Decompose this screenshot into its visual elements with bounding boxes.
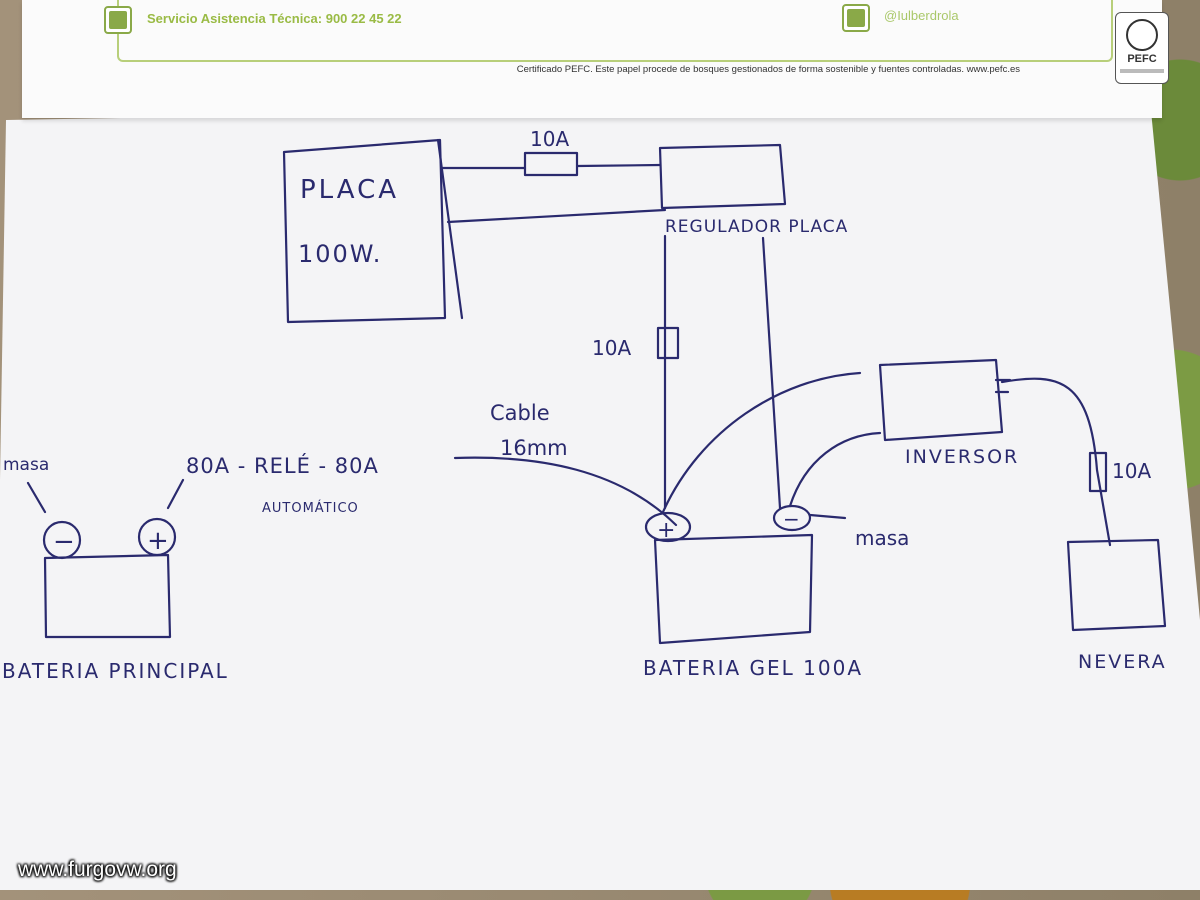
wire-panel-regulator-top (441, 163, 662, 170)
site-watermark: www.furgovw.org (18, 858, 177, 881)
gel-battery-negative-terminal (772, 504, 812, 532)
regulator-box (658, 143, 787, 210)
wire-panel-regulator-bottom (446, 208, 667, 224)
relay-chain-label: 80A - RELÉ - 80A (186, 453, 379, 478)
fridge-box (1066, 538, 1167, 632)
masa-right-pointer (808, 513, 847, 520)
service-phone-text: Servicio Asistencia Técnica: 900 22 45 2… (147, 11, 402, 26)
gel-battery-negative-sign: − (783, 507, 800, 531)
pefc-logo-label: PEFC (1127, 53, 1157, 65)
gel-battery-label: BATERIA GEL 100A (643, 656, 863, 680)
fuse-top-label: 10A (530, 127, 569, 151)
main-battery-negative-sign: − (53, 527, 75, 557)
gel-battery-positive-sign: + (657, 518, 675, 543)
wire-inverter-fridge (1000, 377, 1112, 547)
main-battery-positive-sign: + (147, 526, 169, 556)
masa-left-pointer (26, 481, 47, 514)
inverter-box (878, 358, 1004, 442)
cable-16mm (453, 456, 678, 527)
fuse-top (523, 151, 579, 177)
gel-battery-box (653, 533, 814, 645)
cable-label-line1: Cable (490, 401, 550, 425)
pefc-logo-subline (1120, 69, 1164, 73)
masa-right-label: masa (855, 526, 909, 550)
gel-battery-positive-terminal (644, 511, 692, 543)
fuse-right (1088, 451, 1108, 493)
fuse-mid (656, 326, 680, 360)
wire-inverter-positive (661, 371, 862, 514)
relay-sub-label: AUTOMÁTICO (262, 500, 359, 516)
pefc-tree-icon (1126, 19, 1158, 51)
fuse-right-label: 10A (1112, 459, 1151, 483)
twitter-icon (842, 4, 870, 32)
paper-sheet (0, 100, 1200, 890)
main-battery-label: BATERIA PRINCIPAL (2, 659, 229, 683)
twitter-handle: @Iulberdrola (884, 8, 959, 23)
wire-inverter-negative (788, 431, 882, 508)
pefc-logo: PEFC (1115, 12, 1169, 84)
panel-label-line1: PLACA (300, 175, 399, 205)
relay-pointer (166, 478, 185, 510)
main-battery-box (43, 553, 172, 639)
regulator-label: REGULADOR PLACA (665, 217, 848, 237)
masa-left-label: masa (3, 455, 49, 475)
main-battery-negative-terminal (42, 520, 82, 560)
pefc-certification-text: Certificado PEFC. Este papel procede de … (516, 64, 1020, 75)
letterhead-sheet: Servicio Asistencia Técnica: 900 22 45 2… (22, 0, 1169, 118)
main-battery-positive-terminal (137, 517, 177, 557)
cable-label-line2: 16mm (500, 436, 568, 460)
inverter-label: INVERSOR (905, 446, 1019, 468)
phone-icon (104, 6, 132, 34)
solar-panel-box (282, 138, 447, 324)
wire-regulator-battery-right (761, 236, 782, 510)
fridge-label: NEVERA (1078, 651, 1167, 673)
panel-label-line2: 100W. (298, 240, 382, 268)
fuse-mid-label: 10A (592, 336, 631, 360)
panel-frame-right (436, 138, 464, 320)
